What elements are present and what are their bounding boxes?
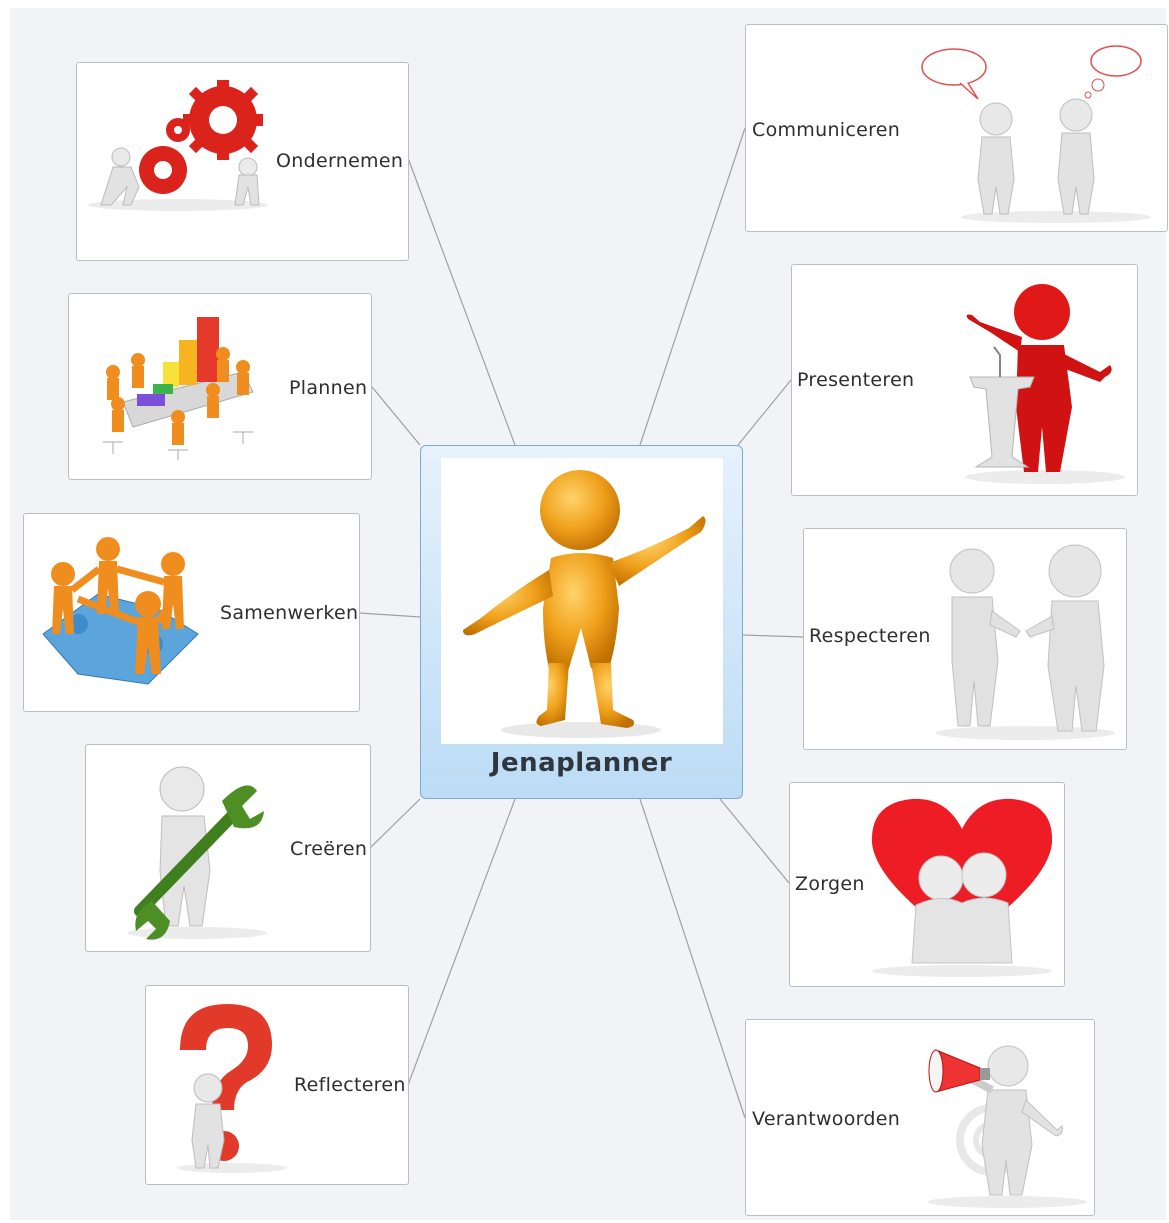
topic-label: Creëren [290,838,368,860]
topic-label: Reflecteren [294,1074,406,1096]
connector-samenwerken [359,612,421,618]
topic-creeren[interactable]: Creëren [85,744,371,952]
central-topic-title: Jenaplanner [490,748,673,778]
topic-label: Plannen [289,377,368,399]
connector-creeren [369,798,421,849]
topic-samenwerken[interactable]: Samenwerken [23,513,360,712]
podium-icon [965,284,1125,484]
topic-ondernemen[interactable]: Ondernemen [76,62,409,261]
topic-reflecteren[interactable]: Reflecteren [145,985,409,1185]
topic-label: Zorgen [795,873,865,895]
topic-label: Respecteren [809,625,931,647]
topic-label: Verantwoorden [752,1108,901,1130]
central-topic[interactable]: Jenaplanner [420,445,743,799]
puzzle-team-icon [42,537,199,685]
topic-respecteren[interactable]: Respecteren [803,528,1127,750]
question-mark-icon [177,1004,287,1173]
topic-presenteren[interactable]: Presenteren [791,264,1138,496]
connector-respecteren [742,634,804,638]
speech-bubbles-icon [921,45,1151,223]
connector-plannen [371,386,421,446]
topic-label: Communiceren [752,119,901,141]
connector-ondernemen [407,157,516,446]
orange-figure-icon [463,470,706,738]
connector-communiceren [639,127,746,446]
megaphone-icon [927,1045,1087,1208]
topic-plannen[interactable]: Plannen [68,293,372,480]
topic-label: Presenteren [797,369,915,391]
gears-icon [88,80,268,211]
topic-communiceren[interactable]: Communiceren [745,24,1168,232]
wrench-icon [127,766,267,940]
connector-presenteren [737,379,792,446]
handshake-icon [935,544,1115,740]
topic-label: Ondernemen [276,150,404,172]
meeting-chart-icon [103,317,254,460]
heart-icon [871,798,1053,977]
central-image [441,458,723,744]
connector-verantwoorden [639,798,746,1119]
topic-label: Samenwerken [220,602,359,624]
topic-zorgen[interactable]: Zorgen [789,782,1065,987]
connector-reflecteren [407,798,516,1086]
topic-verantwoorden[interactable]: Verantwoorden [745,1019,1095,1216]
connector-zorgen [719,798,790,884]
